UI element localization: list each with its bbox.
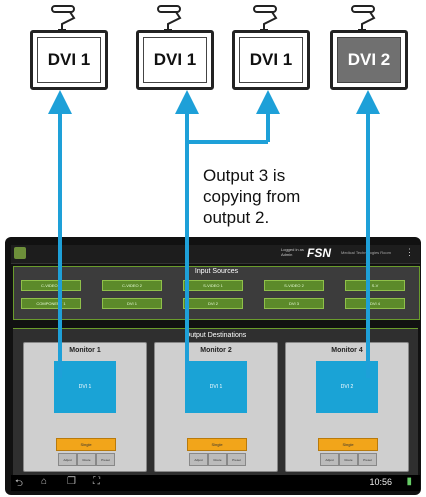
system-nav-bar: ⮌ ⌂ ❐ ⛶ 10:56 ▮ [11,475,420,491]
destination-action-button[interactable]: Preset [227,453,246,466]
destination-action-button[interactable]: Route [208,453,227,466]
input-source-button[interactable]: S-VIDEO 1 [183,280,243,291]
logged-in-label: Logged in as Admin [281,247,304,257]
input-sources-title: Input Sources [194,268,239,275]
input-source-button[interactable]: C-VIDEO 2 [102,280,162,291]
destination-title: Monitor 1 [69,347,101,354]
input-sources-panel: Input Sources C-VIDEO 1 C-VIDEO 2 S-VIDEO … [13,266,420,320]
monitor-4: DVI 2 [330,30,408,90]
output-destinations-panel: Output Destinations Monitor 1 DVI 1 Single… [13,328,418,475]
mode-button[interactable]: Single [56,438,116,451]
clock: 10:56 [369,477,392,487]
screenshot-icon[interactable]: ⛶ [93,476,100,487]
monitor-2: DVI 1 [136,30,214,90]
monitor-source-label: DVI 1 [143,37,207,83]
destination-source-box[interactable]: DVI 1 [185,361,247,413]
brand-logo: FSN [307,246,331,260]
app-icon [14,247,26,259]
app-bar: Logged in as Admin FSN Medical Technolog… [11,245,420,264]
destination-action-button[interactable]: Preset [96,453,115,466]
destination-title: Monitor 4 [331,347,363,354]
input-source-button[interactable]: DVI 3 [264,298,324,309]
recent-apps-icon[interactable]: ❐ [67,476,76,487]
back-icon[interactable]: ⮌ [15,478,24,489]
destination-action-button[interactable]: Adjust [58,453,77,466]
caption: Output 3 is copying from output 2. [203,166,301,227]
destination-source-box[interactable]: DVI 1 [54,361,116,413]
destination-source-box[interactable]: DVI 2 [316,361,378,413]
input-source-button[interactable]: S-VIDEO 2 [264,280,324,291]
home-icon[interactable]: ⌂ [41,476,48,487]
input-source-button[interactable]: COMPONENT 1 [21,298,81,309]
destination-action-button[interactable]: Route [339,453,358,466]
destination-action-button[interactable]: Adjust [320,453,339,466]
destination-action-button[interactable]: Adjust [189,453,208,466]
overflow-menu-icon[interactable]: ⋮ [405,247,414,257]
brand-subtitle: Medical Technologies Room [341,250,391,255]
monitor-source-label: DVI 1 [37,37,101,83]
mode-button[interactable]: Single [187,438,247,451]
destination-title: Monitor 2 [200,347,232,354]
destination-action-button[interactable]: Route [77,453,96,466]
output-destinations-title: Output Destinations [184,332,247,339]
input-source-button[interactable]: S-V [345,280,405,291]
destination-action-button[interactable]: Preset [358,453,377,466]
input-source-button[interactable]: DVI 4 [345,298,405,309]
monitor-source-label: DVI 2 [337,37,401,83]
input-source-button[interactable]: DVI 2 [183,298,243,309]
monitor-1: DVI 1 [30,30,108,90]
battery-icon: ▮ [406,476,412,487]
monitor-source-label: DVI 1 [239,37,303,83]
input-source-button[interactable]: DVI 1 [102,298,162,309]
mode-button[interactable]: Single [318,438,378,451]
input-source-button[interactable]: C-VIDEO 1 [21,280,81,291]
monitor-3: DVI 1 [232,30,310,90]
